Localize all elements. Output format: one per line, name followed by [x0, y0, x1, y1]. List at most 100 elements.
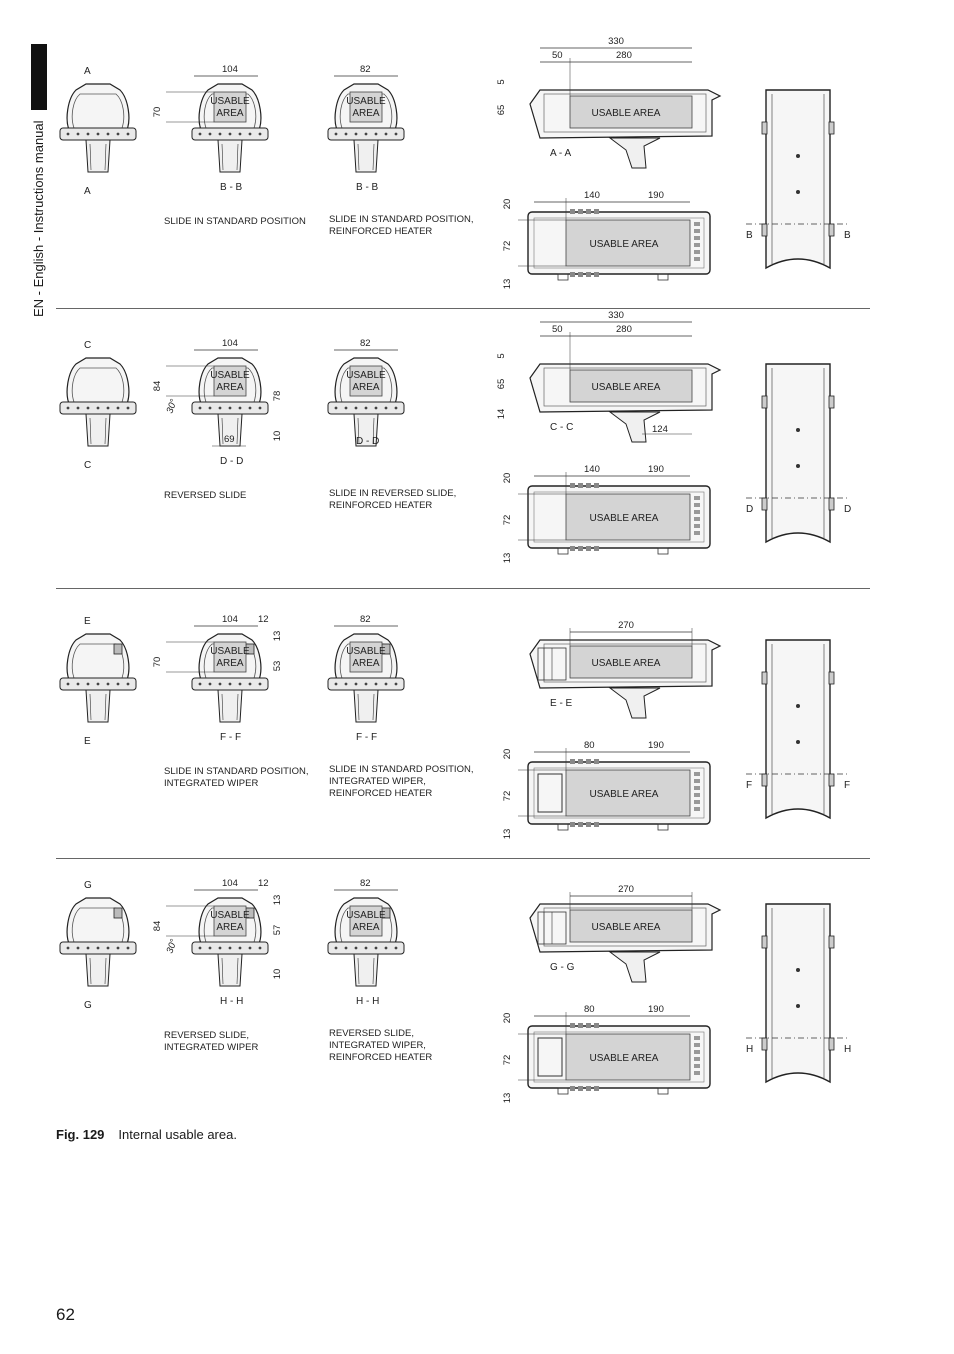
- section-label: E - E: [550, 698, 573, 709]
- variant-caption: REINFORCED HEATER: [329, 226, 432, 237]
- dimension-label: 13: [502, 1093, 513, 1104]
- variant-caption: SLIDE IN STANDARD POSITION,: [329, 764, 473, 775]
- variant-caption: SLIDE IN STANDARD POSITION: [164, 216, 306, 227]
- dimension-label: 20: [502, 473, 513, 484]
- section-cut-label: G: [84, 880, 92, 891]
- usable-area-label: AREA: [216, 658, 244, 669]
- section-cut-label: E: [84, 736, 91, 747]
- section-cut-label: C: [84, 340, 91, 351]
- housing-support: [608, 411, 661, 443]
- wiper-module: [537, 773, 563, 813]
- dimension-label: 13: [502, 553, 513, 564]
- housing-support: [217, 139, 243, 173]
- dimension-label: 13: [502, 279, 513, 290]
- dimension-label: 280: [616, 50, 632, 61]
- variant-caption: SLIDE IN STANDARD POSITION,: [164, 766, 308, 777]
- usable-area-label: AREA: [352, 658, 380, 669]
- dimension-label: 50: [552, 324, 563, 335]
- housing-support: [608, 687, 661, 719]
- dimension-label: 20: [502, 1013, 513, 1024]
- dimension-label: 5: [496, 353, 507, 358]
- variant-caption: REINFORCED HEATER: [329, 1052, 432, 1063]
- housing-front-outline: [66, 897, 130, 947]
- dimension-label: 270: [618, 620, 634, 631]
- variant-caption: INTEGRATED WIPER: [164, 778, 258, 789]
- figure-caption-text: Internal usable area.: [118, 1127, 237, 1142]
- section-label: D - D: [220, 456, 243, 467]
- section-label: F - F: [356, 732, 377, 743]
- usable-area-label: USABLE AREA: [590, 1053, 659, 1064]
- housing-support: [353, 139, 379, 173]
- section-cut-label: H: [844, 1044, 851, 1055]
- dimension-label: 10: [272, 431, 283, 442]
- usable-area-region: [569, 369, 693, 403]
- usable-area-label: USABLE: [210, 370, 250, 381]
- dimension-label: 78: [272, 391, 283, 402]
- section-cut-label: H: [746, 1044, 753, 1055]
- usable-area-region: [213, 905, 247, 937]
- dimension-label: 82: [360, 64, 371, 75]
- dimension-label: 84: [152, 921, 163, 932]
- dimension-label: 190: [648, 1004, 664, 1015]
- usable-area-region: [569, 95, 693, 129]
- usable-area-label: USABLE: [346, 370, 386, 381]
- dimension-label: 70: [152, 657, 163, 668]
- housing-support: [608, 137, 661, 169]
- dimension-label: 69: [224, 434, 235, 445]
- section-label: H - H: [356, 996, 379, 1007]
- section-cut-label: E: [84, 616, 91, 627]
- usable-area-label: USABLE: [346, 646, 386, 657]
- usable-area-label: USABLE: [346, 96, 386, 107]
- wiper-module: [537, 1037, 563, 1077]
- usable-area-region: [349, 905, 383, 937]
- dimension-label: 104: [222, 338, 238, 349]
- dimension-label: 57: [272, 925, 283, 936]
- section-label: F - F: [220, 732, 241, 743]
- dimension-label: 190: [648, 464, 664, 475]
- variant-caption: REINFORCED HEATER: [329, 500, 432, 511]
- dimension-label: 65: [496, 379, 507, 390]
- housing-support: [85, 689, 111, 723]
- housing-support: [85, 953, 111, 987]
- dimension-label: 80: [584, 1004, 595, 1015]
- row-separator: [56, 308, 870, 309]
- housing-front-outline: [66, 83, 130, 133]
- usable-area-label: AREA: [352, 382, 380, 393]
- variant-caption: SLIDE IN REVERSED SLIDE,: [329, 488, 456, 499]
- wiper-motor: [113, 643, 123, 655]
- dimension-label: 72: [502, 241, 513, 252]
- dimension-label: 13: [272, 895, 283, 906]
- housing-front-outline: [66, 357, 130, 407]
- usable-area-region: [565, 219, 691, 267]
- dimension-label: 104: [222, 614, 238, 625]
- dimension-label: 82: [360, 614, 371, 625]
- usable-area-region: [569, 645, 693, 679]
- dimension-label: 10: [272, 969, 283, 980]
- usable-area-region: [349, 365, 383, 397]
- dimension-label: 84: [152, 381, 163, 392]
- section-label: D - D: [356, 436, 379, 447]
- dimension-label: 20: [502, 749, 513, 760]
- wiper-motor: [113, 907, 123, 919]
- variant-caption: INTEGRATED WIPER: [164, 1042, 258, 1053]
- housing-support: [353, 689, 379, 723]
- dimension-label: 190: [648, 190, 664, 201]
- dimension-label: 12: [258, 614, 269, 625]
- variant-caption: REVERSED SLIDE: [164, 490, 246, 501]
- dimension-label: 124: [652, 424, 668, 435]
- housing-front-outline: [66, 633, 130, 683]
- usable-area-region: [213, 641, 247, 673]
- row-separator: [56, 588, 870, 589]
- dimension-label: 72: [502, 1055, 513, 1066]
- section-cut-label: A: [84, 186, 91, 197]
- sidebar-marker: [31, 44, 47, 110]
- usable-area-region: [349, 641, 383, 673]
- housing-support: [353, 413, 379, 447]
- dimension-label: 280: [616, 324, 632, 335]
- housing-plan-outline: [765, 903, 831, 1084]
- dimension-label: 72: [502, 791, 513, 802]
